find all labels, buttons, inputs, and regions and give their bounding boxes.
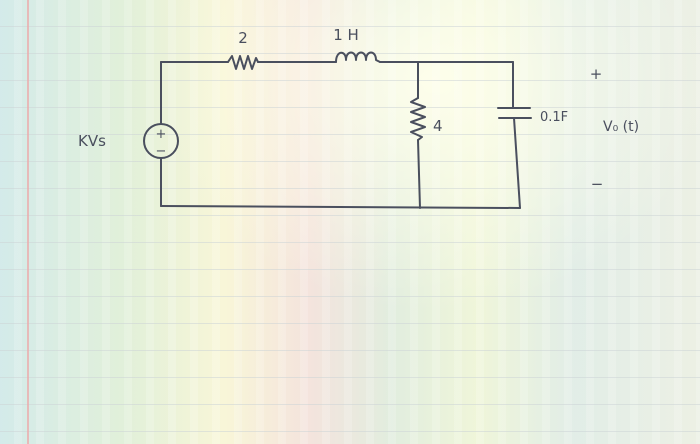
series-resistor-symbol: [227, 55, 259, 70]
wire-cap-lower: [513, 117, 521, 209]
shunt-resistor-symbol: [410, 97, 426, 141]
shunt-resistor-label: 4: [433, 117, 443, 135]
output-minus-sign: −: [591, 175, 604, 193]
series-resistor-label: 2: [238, 29, 248, 47]
inductor-label: 1 H: [333, 26, 359, 44]
source-minus-sign: −: [156, 144, 167, 159]
margin-line: [27, 0, 29, 444]
source-circle: [143, 123, 179, 159]
output-plus-sign: +: [590, 65, 603, 83]
output-voltage-label: V₀ (t): [603, 119, 639, 135]
capacitor-label: 0.1F: [540, 110, 568, 125]
source-label: KVs: [78, 132, 106, 150]
inductor-symbol: [335, 51, 381, 63]
wire-shunt-lower: [417, 139, 421, 209]
wire-bottom: [160, 205, 521, 209]
source-plus-sign: +: [156, 127, 167, 142]
